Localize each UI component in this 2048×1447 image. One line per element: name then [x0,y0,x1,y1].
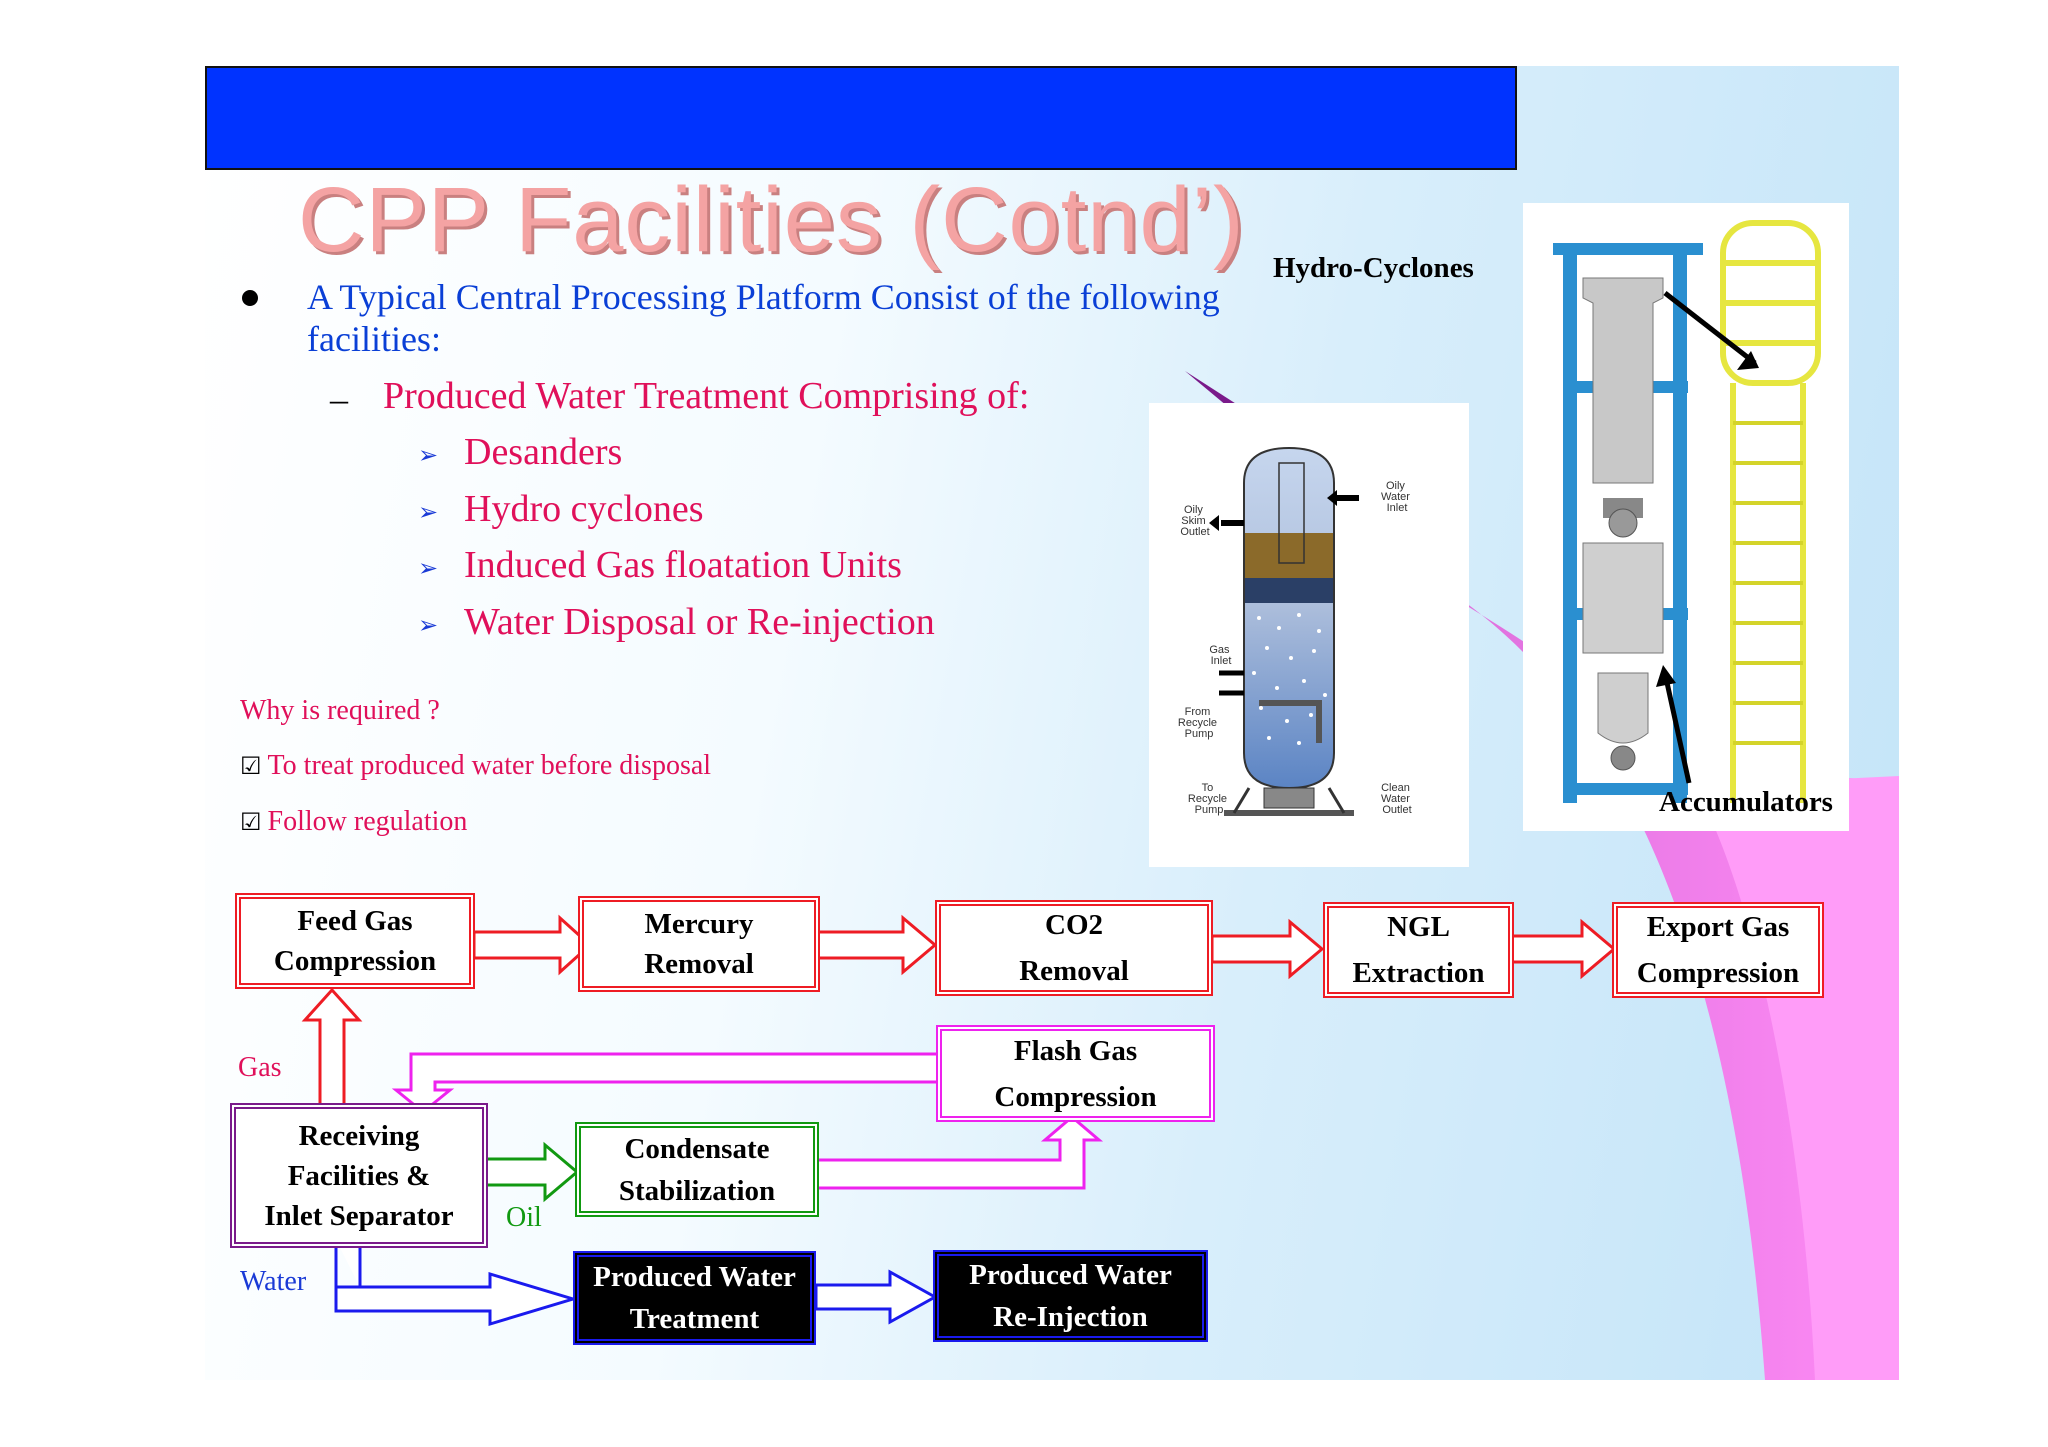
slide-title: CPP Facilities (Cotnd’) [298,169,1245,271]
checkbox-icon: ☑ [240,810,262,836]
label-from-recycle-pump: From Recycle Pump [1178,706,1220,740]
water-label: Water [240,1266,307,1297]
oil-label: Oil [506,1202,542,1233]
arrow-bullet-icon: ➢ [418,442,439,469]
accumulators-label: Accumulators [1659,786,1833,818]
checkbox-icon: ☑ [240,754,262,780]
label-oily-skim: Oily Skim Outlet [1180,504,1209,538]
arrow-receiving-to-pw-treatment [334,1238,579,1327]
why-question: Why is required ? [240,695,440,726]
label-clean-water-outlet: Clean Water Outlet [1381,782,1413,816]
hydrocyclone-drawing [1553,220,1821,803]
reason-item: ☑Follow regulation [240,806,468,837]
hydro-cyclones-label: Hydro-Cyclones [1273,252,1474,284]
label-oily-water-inlet: Oily Water Inlet [1381,480,1413,514]
list-item: ➢Desanders [418,431,623,473]
reason-item: ☑To treat produced water before disposal [240,750,712,781]
arrow-ngl-to-export [1510,918,1617,980]
gas-label: Gas [238,1052,282,1083]
bullet-icon [242,290,258,306]
arrow-bullet-icon: ➢ [418,612,439,639]
hydrocyclone-figure [1523,203,1849,831]
intro-text: A Typical Central Processing Platform Co… [307,277,1220,359]
arrow-pw-treatment-to-reinjection [814,1269,939,1325]
list-item: ➢Hydro cyclones [418,488,704,530]
list-item: ➢Water Disposal or Re-injection [418,601,935,643]
label-gas-inlet: Gas Inlet [1209,644,1232,667]
arrow-condensate-to-flash [813,1115,1104,1190]
arrow-mercury-to-co2 [816,914,938,976]
arrow-feed-to-mercury [472,914,593,976]
arrow-receiving-to-feed [301,987,363,1109]
list-item: ➢Induced Gas floatation Units [418,544,902,586]
sub-heading: Produced Water Treatment Comprising of: [383,375,1030,417]
label-to-recycle-pump: To Recycle Pump [1188,782,1230,816]
arrow-flash-to-receiving [391,1052,940,1114]
arrow-bullet-icon: ➢ [418,555,439,582]
arrow-bullet-icon: ➢ [418,499,439,526]
header-bar [205,66,1517,170]
separator-figure: Oily Skim Outlet Oily Water Inlet Gas In… [1149,403,1469,867]
separator-drawing: Oily Skim Outlet Oily Water Inlet Gas In… [1178,446,1413,816]
dash-bullet: – [330,379,348,419]
arrow-co2-to-ngl [1210,918,1325,980]
arrow-receiving-to-condensate [478,1141,580,1203]
